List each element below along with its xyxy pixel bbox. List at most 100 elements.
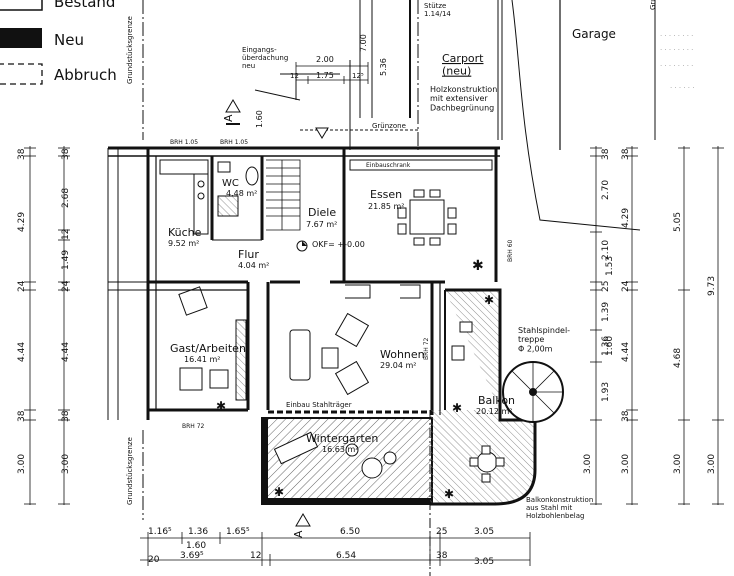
dim-top-3: 12⁵ (352, 72, 364, 80)
dim-right-a-4: 1.39 (601, 302, 611, 322)
dim-right-b-1: 4.29 (621, 208, 631, 228)
room-labels: Küche 9.52 m² WC 4.48 m² Diele 7.67 m² E… (168, 178, 515, 454)
kitchen-furniture (159, 159, 209, 235)
dim-left-outer-0: 38 (17, 148, 27, 160)
boundary-left-label: Grundstücksgrenze (126, 16, 134, 84)
legend-existing-label: Bestand (54, 0, 115, 11)
dim-right-a-6: 1.93 (601, 382, 611, 402)
interior-stair (266, 159, 301, 231)
dim-right-d-1: 3.00 (707, 454, 717, 474)
dim-right-b-6: 38 (621, 410, 631, 422)
dim-top-0: 2.00 (316, 55, 334, 64)
dim-bottom-1-1: 1.36 (188, 527, 208, 537)
dim-right-a-3: 25 (601, 281, 611, 292)
dim-right-a-1: 2.70 (601, 180, 611, 200)
dim-bottom-2-0: 1.60 (186, 541, 206, 551)
dim-left-outer-5: 3.00 (17, 454, 27, 474)
dim-top-5: 7.00 (359, 34, 368, 52)
dim-right-a-2: 2.10 (601, 240, 611, 260)
dining-furniture (349, 159, 493, 246)
dim-right (590, 146, 724, 505)
room-dining-name: Essen (370, 188, 402, 201)
svg-text:· · · · · · · ·: · · · · · · · · (660, 62, 693, 70)
room-kitchen-area: 9.52 m² (168, 239, 199, 248)
room-balcony-area: 20.12 m² (476, 407, 512, 416)
dim-right-c-0: 5.05 (673, 212, 683, 232)
room-living-area: 29.04 m² (380, 361, 416, 370)
svg-text:✱: ✱ (472, 258, 484, 274)
dim-top (295, 62, 369, 84)
entrance-roof (254, 60, 351, 150)
plants: ✱ ✱ ✱ ✱ ✱ ✱ (216, 258, 494, 501)
dim-left-labels: 38 4.29 24 4.44 38 3.00 38 2.68 12 1.49 … (17, 148, 71, 474)
dim-bottom-3-3: 38 (436, 551, 448, 561)
wc-fixtures (217, 161, 259, 217)
legend: Bestand Neu Abbruch (0, 0, 117, 85)
dim-bottom-3-4: 3.05 (474, 557, 494, 567)
brh-guest: BRH 72 (182, 423, 205, 430)
legend-existing-swatch (0, 0, 43, 11)
dim-top-2: 12 (290, 72, 299, 80)
garage-label: Garage (572, 27, 616, 41)
dim-left-inner-6: 38 (61, 410, 71, 422)
room-hall-area: 7.67 m² (306, 220, 337, 229)
brh-kitchen: BRH 1.05 (170, 139, 198, 146)
dim-right-a-5: 1.36 (601, 336, 611, 356)
svg-text:✱: ✱ (274, 485, 284, 499)
room-winter-garden-name: Wintergarten (306, 432, 378, 445)
faint-notes: · · · · · · · · · · · · · · · · · · · · … (660, 32, 694, 92)
dim-bottom-2-1: 3.69⁵ (180, 551, 204, 561)
dim-right-b-7: 3.00 (621, 454, 631, 474)
boundary-left-lower-label: Grundstücksgrenze (126, 437, 134, 505)
walls (108, 146, 500, 420)
carport-area (300, 0, 656, 231)
room-corridor-name: Flur (238, 248, 259, 261)
green-zone-label: Grünzone (372, 122, 406, 130)
left-annex (107, 148, 148, 420)
balcony (430, 288, 564, 506)
svg-text:· · · · · · · ·: · · · · · · · · (660, 46, 693, 54)
brh-dining: BRH 60 (507, 239, 514, 262)
guest-furniture (178, 286, 247, 401)
dim-bottom-labels: 1.16⁵ 1.36 1.65⁵ 6.50 25 3.05 1.60 3.69⁵… (148, 527, 494, 567)
dim-left-inner-2: 12 (61, 229, 71, 240)
legend-demolition-swatch (0, 63, 43, 85)
wintergarten (261, 417, 433, 505)
living-furniture (289, 284, 421, 396)
svg-text:· · · · · ·: · · · · · · (670, 84, 694, 92)
dim-right-d-0: 9.73 (707, 276, 717, 296)
dim-left-inner-0: 38 (61, 148, 71, 160)
svg-text:· · · · · · · ·: · · · · · · · · (660, 32, 693, 40)
dim-right-labels: 38 2.70 2.10 25 1.39 1.36 1.93 3.00 38 4… (583, 148, 717, 474)
room-dining-area: 21.85 m² (368, 202, 404, 211)
room-hall-name: Diele (308, 206, 336, 219)
room-wc-name: WC (222, 178, 239, 189)
dim-left-outer-2: 24 (17, 280, 27, 292)
svg-text:✱: ✱ (484, 293, 494, 307)
svg-text:✱: ✱ (216, 399, 226, 413)
svg-text:✱: ✱ (452, 401, 462, 415)
legend-demolition-label: Abbruch (54, 66, 117, 84)
room-guest-area: 16.41 m² (184, 355, 220, 364)
legend-new-swatch (0, 28, 42, 48)
dim-bottom-3-0: 20 (148, 555, 160, 565)
built-in-cabinet-label: Einbauschrank (366, 162, 411, 169)
dim-top-1: 1.75 (316, 71, 334, 80)
dim-right-b-4: 1.60 (605, 336, 615, 356)
brh-wc: BRH 1.05 (220, 139, 248, 146)
dim-left-inner-3: 1.49 (61, 250, 71, 270)
section-marker-bottom: A (292, 530, 305, 538)
dim-left-inner-1: 2.68 (61, 188, 71, 208)
dim-right-b-2: 1.53 (605, 256, 615, 276)
room-guest-name: Gast/Arbeiten (170, 342, 246, 355)
dim-right-b-5: 4.44 (621, 342, 631, 362)
annotations: Einbauschrank Einbau Stahlträger Stahlsp… (170, 139, 593, 520)
dim-bottom-1-3: 6.50 (340, 527, 360, 537)
dim-right-a-0: 38 (601, 148, 611, 160)
